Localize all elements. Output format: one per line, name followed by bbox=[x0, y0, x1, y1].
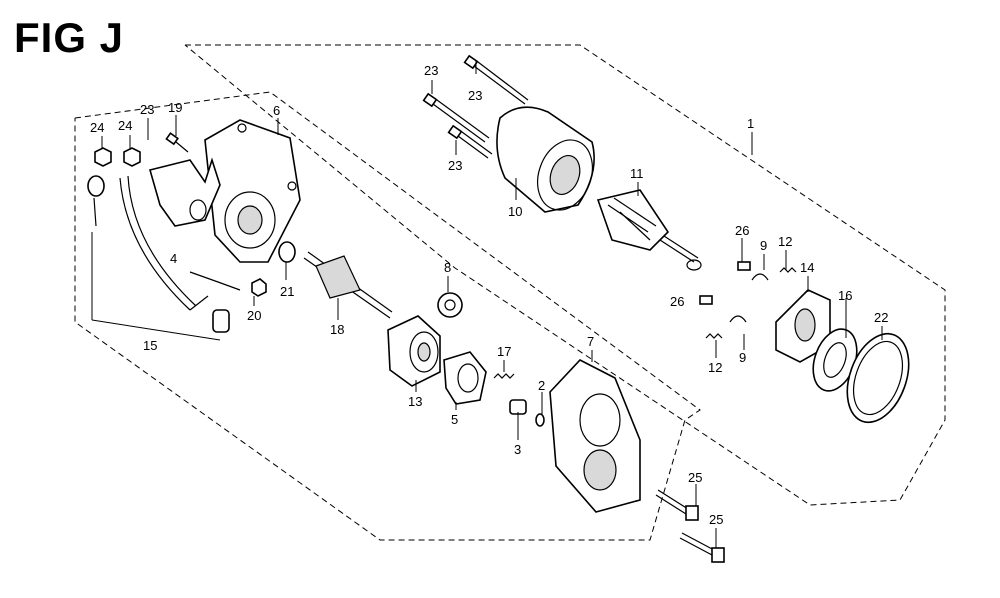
gear-cover-6 bbox=[204, 119, 301, 263]
bolt-part bbox=[463, 54, 529, 105]
callout-24b: 24 bbox=[118, 118, 132, 133]
bolt-part bbox=[679, 532, 725, 563]
callout-25b: 25 bbox=[709, 512, 723, 527]
callout-23b: 23 bbox=[468, 88, 482, 103]
callout-4: 4 bbox=[170, 251, 177, 266]
callout-17: 17 bbox=[497, 344, 511, 359]
bolt-part bbox=[447, 124, 493, 159]
callout-15: 15 bbox=[143, 338, 157, 353]
cable-15 bbox=[87, 175, 230, 333]
housing-7 bbox=[549, 359, 641, 513]
solenoid-4 bbox=[149, 157, 221, 227]
callout-12b: 12 bbox=[708, 360, 722, 375]
bracket-20 bbox=[189, 271, 267, 297]
callout-23d: 23 bbox=[448, 158, 462, 173]
collar-3 bbox=[509, 399, 527, 415]
callout-6: 6 bbox=[273, 103, 280, 118]
callout-9a: 9 bbox=[760, 238, 767, 253]
bolt-part bbox=[655, 489, 699, 521]
callout-25a: 25 bbox=[688, 470, 702, 485]
yoke-housing-10 bbox=[496, 106, 595, 213]
bolt-part bbox=[422, 92, 490, 143]
washer-21 bbox=[278, 241, 296, 263]
callout-12a: 12 bbox=[778, 234, 792, 249]
bolt-23-group bbox=[165, 54, 529, 159]
callout-1: 1 bbox=[747, 116, 754, 131]
assembly-boundaries bbox=[74, 44, 946, 541]
brush-parts bbox=[699, 261, 797, 339]
clip-part bbox=[729, 315, 747, 323]
boundary-starter-assembly bbox=[184, 44, 946, 506]
callout-3: 3 bbox=[514, 442, 521, 457]
figure-title: FIG J bbox=[14, 14, 125, 61]
spring-part bbox=[779, 267, 797, 273]
screw-part bbox=[737, 261, 751, 271]
callout-labels: 1 2 3 4 5 6 7 8 9 9 10 11 12 12 13 14 15… bbox=[90, 63, 888, 527]
screw-part bbox=[699, 295, 713, 305]
callout-9b: 9 bbox=[739, 350, 746, 365]
pinion-5 bbox=[443, 351, 487, 405]
callout-8: 8 bbox=[444, 260, 451, 275]
bolt-part bbox=[165, 132, 189, 153]
callout-7: 7 bbox=[587, 334, 594, 349]
shaft-18 bbox=[303, 251, 393, 319]
ring-22 bbox=[846, 332, 910, 424]
callout-13: 13 bbox=[408, 394, 422, 409]
callout-22: 22 bbox=[874, 310, 888, 325]
callout-14: 14 bbox=[800, 260, 814, 275]
spring-part bbox=[705, 333, 723, 339]
callout-21: 21 bbox=[280, 284, 294, 299]
spring-17 bbox=[493, 373, 515, 379]
callout-5: 5 bbox=[451, 412, 458, 427]
callout-11: 11 bbox=[630, 166, 644, 181]
callout-16: 16 bbox=[838, 288, 852, 303]
brush-holder-14 bbox=[775, 289, 831, 363]
callout-18: 18 bbox=[330, 322, 344, 337]
callout-23a: 23 bbox=[424, 63, 438, 78]
gear-8 bbox=[437, 292, 463, 318]
boundary-gear-assembly bbox=[74, 91, 701, 541]
bolt-25-group bbox=[655, 489, 725, 563]
clip-part bbox=[751, 273, 769, 281]
callout-24a: 24 bbox=[90, 120, 104, 135]
callout-2: 2 bbox=[538, 378, 545, 393]
callout-20: 20 bbox=[247, 308, 261, 323]
callout-19: 19 bbox=[168, 100, 182, 115]
leader-lines bbox=[91, 60, 883, 548]
callout-23c: 23 bbox=[140, 102, 154, 117]
callout-10: 10 bbox=[508, 204, 522, 219]
callout-26b: 26 bbox=[670, 294, 684, 309]
clip-2 bbox=[535, 413, 545, 427]
gear-13 bbox=[387, 315, 441, 387]
nut-24-group bbox=[94, 147, 141, 167]
armature-11 bbox=[596, 189, 702, 271]
callout-26a: 26 bbox=[735, 223, 749, 238]
